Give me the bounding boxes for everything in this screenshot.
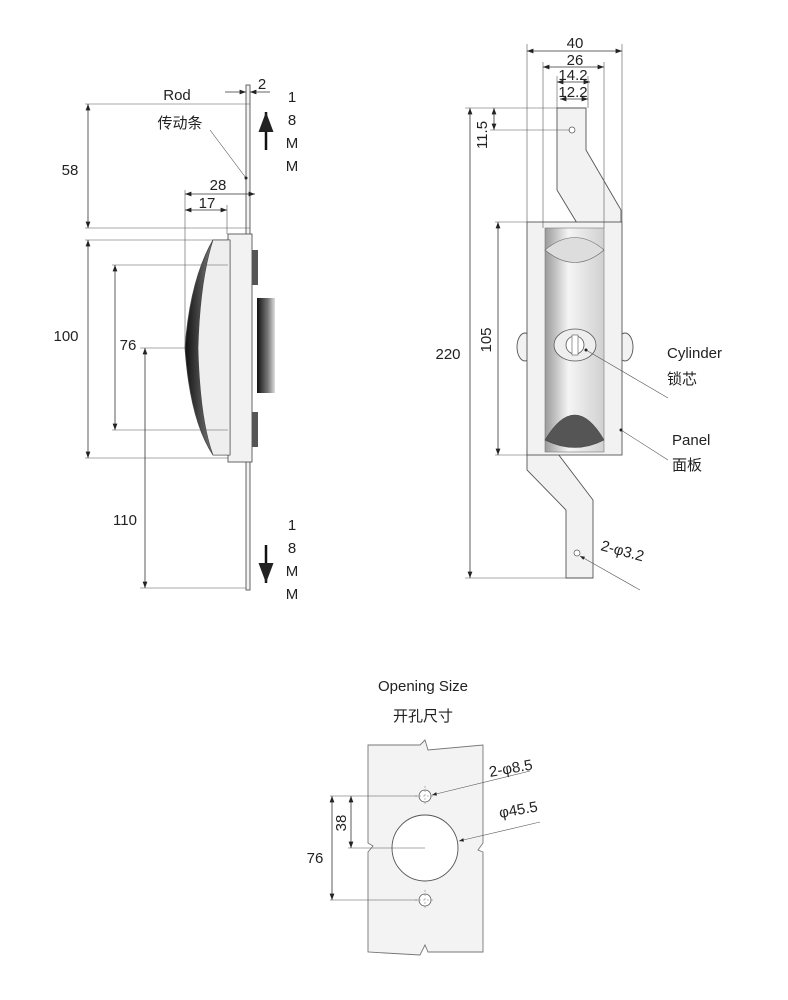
cylinder-label: Cylinder [667, 345, 722, 362]
dim-2: 2 [258, 76, 266, 93]
dim-105: 105 [478, 327, 495, 352]
rod-bottom [526, 449, 594, 579]
travel-char: 8 [288, 112, 296, 129]
travel-char: 1 [288, 517, 296, 534]
dim-11-5: 11.5 [474, 121, 491, 149]
dim-100: 100 [53, 328, 78, 345]
travel-char: M [286, 586, 299, 603]
dim-12-2: 12.2 [558, 84, 587, 101]
dim-17: 17 [199, 195, 216, 212]
travel-char: M [286, 135, 299, 152]
dim-28: 28 [210, 177, 227, 194]
dim-76: 76 [307, 850, 324, 867]
travel-char: M [286, 158, 299, 175]
bracket-bottom [252, 412, 258, 447]
opening-title-cn: 开孔尺寸 [393, 708, 453, 725]
dim-220: 220 [435, 346, 460, 363]
panel-label-cn: 面板 [672, 456, 702, 474]
dim-40: 40 [567, 35, 584, 52]
opening-title: Opening Size [378, 678, 468, 695]
main-hole-callout: φ45.5 [498, 798, 539, 822]
dim-110: 110 [113, 512, 137, 529]
travel-bottom: 1 8 M M [286, 517, 299, 603]
panel-label: Panel [672, 432, 710, 449]
small-holes-callout: 2-φ8.5 [488, 757, 534, 781]
rod-label: Rod [163, 87, 191, 104]
travel-top: 1 8 M M [286, 89, 299, 175]
dim-76: 76 [120, 337, 137, 354]
hole-callout: 2-φ3.2 [599, 537, 646, 565]
panel-plate [227, 233, 253, 463]
front-view: 40 26 14.2 12.2 220 11.5 105 Cylinder 锁芯… [435, 35, 722, 591]
travel-char: 1 [288, 89, 296, 106]
opening-size-view: Opening Size 开孔尺寸 38 76 2-φ8.5 φ45.5 [307, 678, 541, 956]
dim-38: 38 [333, 815, 350, 832]
dim-26: 26 [567, 52, 584, 69]
side-view: 58 100 76 110 28 17 2 Rod 传动条 1 8 M M 1 … [53, 76, 298, 603]
travel-char: 8 [288, 540, 296, 557]
rod-top [556, 107, 622, 229]
dim-58: 58 [62, 162, 79, 179]
bracket-top [252, 250, 258, 285]
cylinder-label-cn: 锁芯 [667, 371, 697, 388]
rod-label-cn: 传动条 [157, 115, 202, 132]
travel-char: M [286, 563, 299, 580]
dim-14-2: 14.2 [558, 67, 587, 84]
cylinder-side [257, 298, 275, 393]
